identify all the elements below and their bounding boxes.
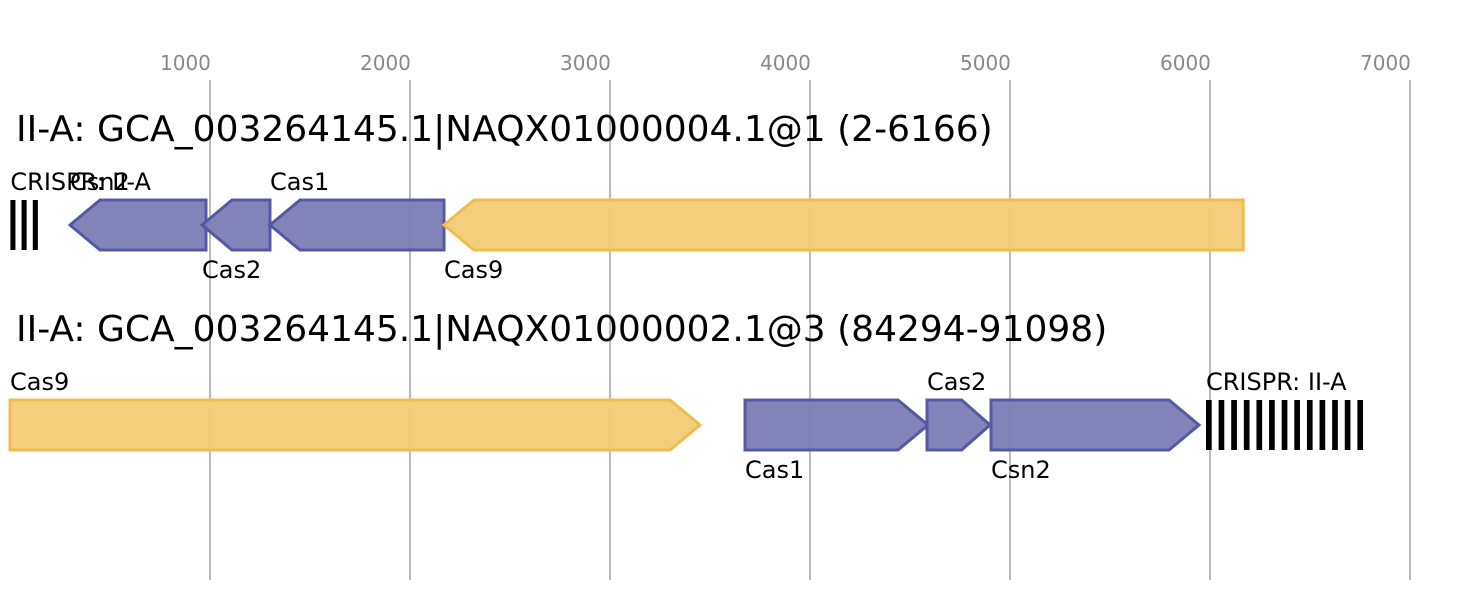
axis-tick-labels: 1000 2000 3000 4000 5000 6000 7000 — [160, 51, 1411, 75]
crispr-repeat — [1256, 400, 1263, 450]
gene-label-csn2: Csn2 — [70, 168, 130, 196]
gene-arrow-cas2 — [199, 198, 272, 252]
gene-label-cas2: Cas2 — [202, 256, 261, 284]
crispr-repeat — [21, 200, 27, 250]
gene-arrow-cas9 — [441, 198, 1245, 252]
gene-label-cas2: Cas2 — [927, 368, 986, 396]
axis-gridlines — [209, 80, 1411, 580]
crispr-repeat — [1319, 400, 1326, 450]
gene-arrow-csn2 — [67, 198, 208, 252]
crispr-repeat — [1294, 400, 1300, 450]
tick-label-1000: 1000 — [160, 51, 211, 75]
gene-arrow-cas2 — [925, 398, 993, 452]
crispr-repeat — [1344, 400, 1351, 450]
tick-label-6000: 6000 — [1160, 51, 1211, 75]
crispr-repeat — [1243, 400, 1250, 450]
tick-label-2000: 2000 — [360, 51, 411, 75]
crispr-repeat — [10, 200, 16, 250]
gene-label-cas1: Cas1 — [270, 168, 329, 196]
locus-track-2: II-A: GCA_003264145.1|NAQX01000002.1@3 (… — [8, 309, 1364, 484]
crispr-repeat — [1306, 400, 1313, 450]
crispr-array — [10, 200, 38, 250]
crispr-repeat — [1332, 400, 1338, 450]
locus-track-1: II-A: GCA_003264145.1|NAQX01000004.1@1 (… — [10, 109, 1245, 284]
track-title: II-A: GCA_003264145.1|NAQX01000004.1@1 (… — [16, 109, 993, 150]
gene-label-cas9: Cas9 — [10, 368, 69, 396]
crispr-array — [1206, 400, 1364, 450]
crispr-repeat — [1231, 400, 1237, 450]
crispr-repeat — [1206, 400, 1212, 450]
crispr-label: CRISPR: II-A — [1206, 368, 1347, 396]
gene-arrow-csn2 — [989, 398, 1202, 452]
crispr-repeat — [1218, 400, 1225, 450]
gene-label-cas9: Cas9 — [444, 256, 503, 284]
tick-label-4000: 4000 — [760, 51, 811, 75]
crispr-repeat — [32, 200, 38, 250]
crispr-repeat — [1281, 400, 1288, 450]
locus-tracks: II-A: GCA_003264145.1|NAQX01000004.1@1 (… — [8, 109, 1364, 484]
crispr-repeat — [1357, 400, 1364, 450]
gene-arrow-cas9 — [8, 398, 703, 452]
gene-label-csn2: Csn2 — [991, 456, 1051, 484]
gene-label-cas1: Cas1 — [745, 456, 804, 484]
crispr-repeat — [1269, 400, 1275, 450]
gene-arrow-cas1 — [267, 198, 446, 252]
tick-label-5000: 5000 — [960, 51, 1011, 75]
crispr-label: CRISPR: II-A — [10, 168, 151, 196]
gene-arrow-cas1 — [743, 398, 931, 452]
track-title: II-A: GCA_003264145.1|NAQX01000002.1@3 (… — [16, 309, 1107, 350]
tick-label-3000: 3000 — [560, 51, 611, 75]
tick-label-7000: 7000 — [1360, 51, 1411, 75]
